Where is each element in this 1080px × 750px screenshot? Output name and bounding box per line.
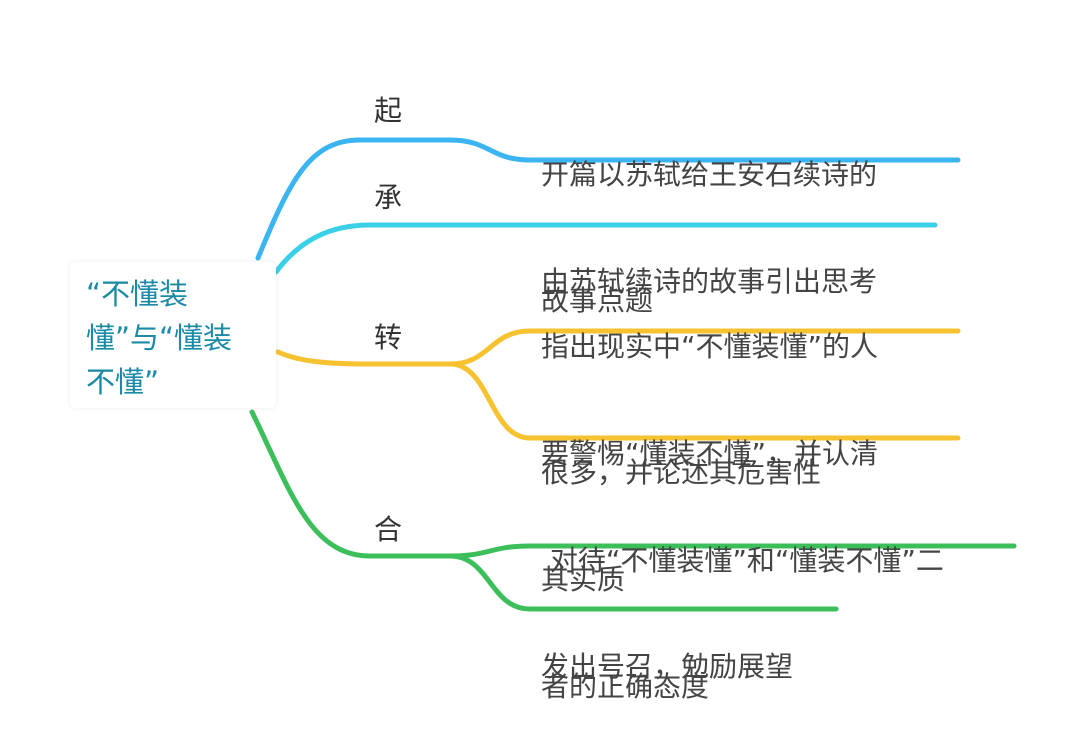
leaf-line: 开篇以苏轼给王安石续诗的: [541, 158, 878, 191]
branch-label-qi[interactable]: 起: [374, 94, 403, 127]
leaf-line: 发出号召，勉励展望: [541, 650, 794, 683]
leaf-line: 故事点题: [541, 284, 654, 317]
leaf-connector-he-2: [447, 553, 839, 612]
leaf-line: 对待“不懂装懂”和“懂装不懂”二: [541, 544, 944, 577]
branch-connector-zhuan: [275, 349, 453, 367]
leaf-node-qi-1[interactable]: 开篇以苏轼给王安石续诗的 故事点题: [541, 70, 877, 364]
branch-connector-qi: [255, 137, 961, 261]
leaf-line: 很多，并论述其危害性: [541, 456, 822, 489]
branch-label-zhuan[interactable]: 转: [374, 321, 403, 354]
branch-connector-cheng: [273, 222, 938, 275]
mind-map-canvas: [249, 137, 1017, 612]
leaf-connector-zhuan-2: [447, 361, 961, 441]
leaf-node-zhuan-1[interactable]: 指出现实中“不懂装懂”的人 很多，并论述其危害性: [541, 242, 878, 536]
leaf-node-cheng-1[interactable]: 由苏轼续诗的故事引出思考: [541, 177, 877, 345]
leaf-node-he-2[interactable]: 发出号召，勉励展望: [541, 562, 793, 730]
leaf-connector-zhuan-1: [447, 328, 961, 367]
branch-label-he[interactable]: 合: [374, 513, 403, 546]
leaf-node-zhuan-2[interactable]: 要警惕“懂装不懂”，并认清 其实质: [541, 349, 878, 643]
leaf-line: 要警惕“懂装不懂”，并认清: [541, 437, 879, 470]
branch-label-cheng[interactable]: 承: [374, 181, 403, 214]
branch-connector-he: [249, 409, 453, 559]
leaf-line: 指出现实中“不懂装懂”的人: [541, 330, 879, 363]
root-node[interactable]: [70, 262, 276, 408]
leaf-line: 其实质: [541, 563, 626, 596]
root-node-label: “不懂装懂”与“懂装不懂”: [86, 277, 233, 399]
leaf-line: 由苏轼续诗的故事引出思考: [541, 265, 878, 298]
